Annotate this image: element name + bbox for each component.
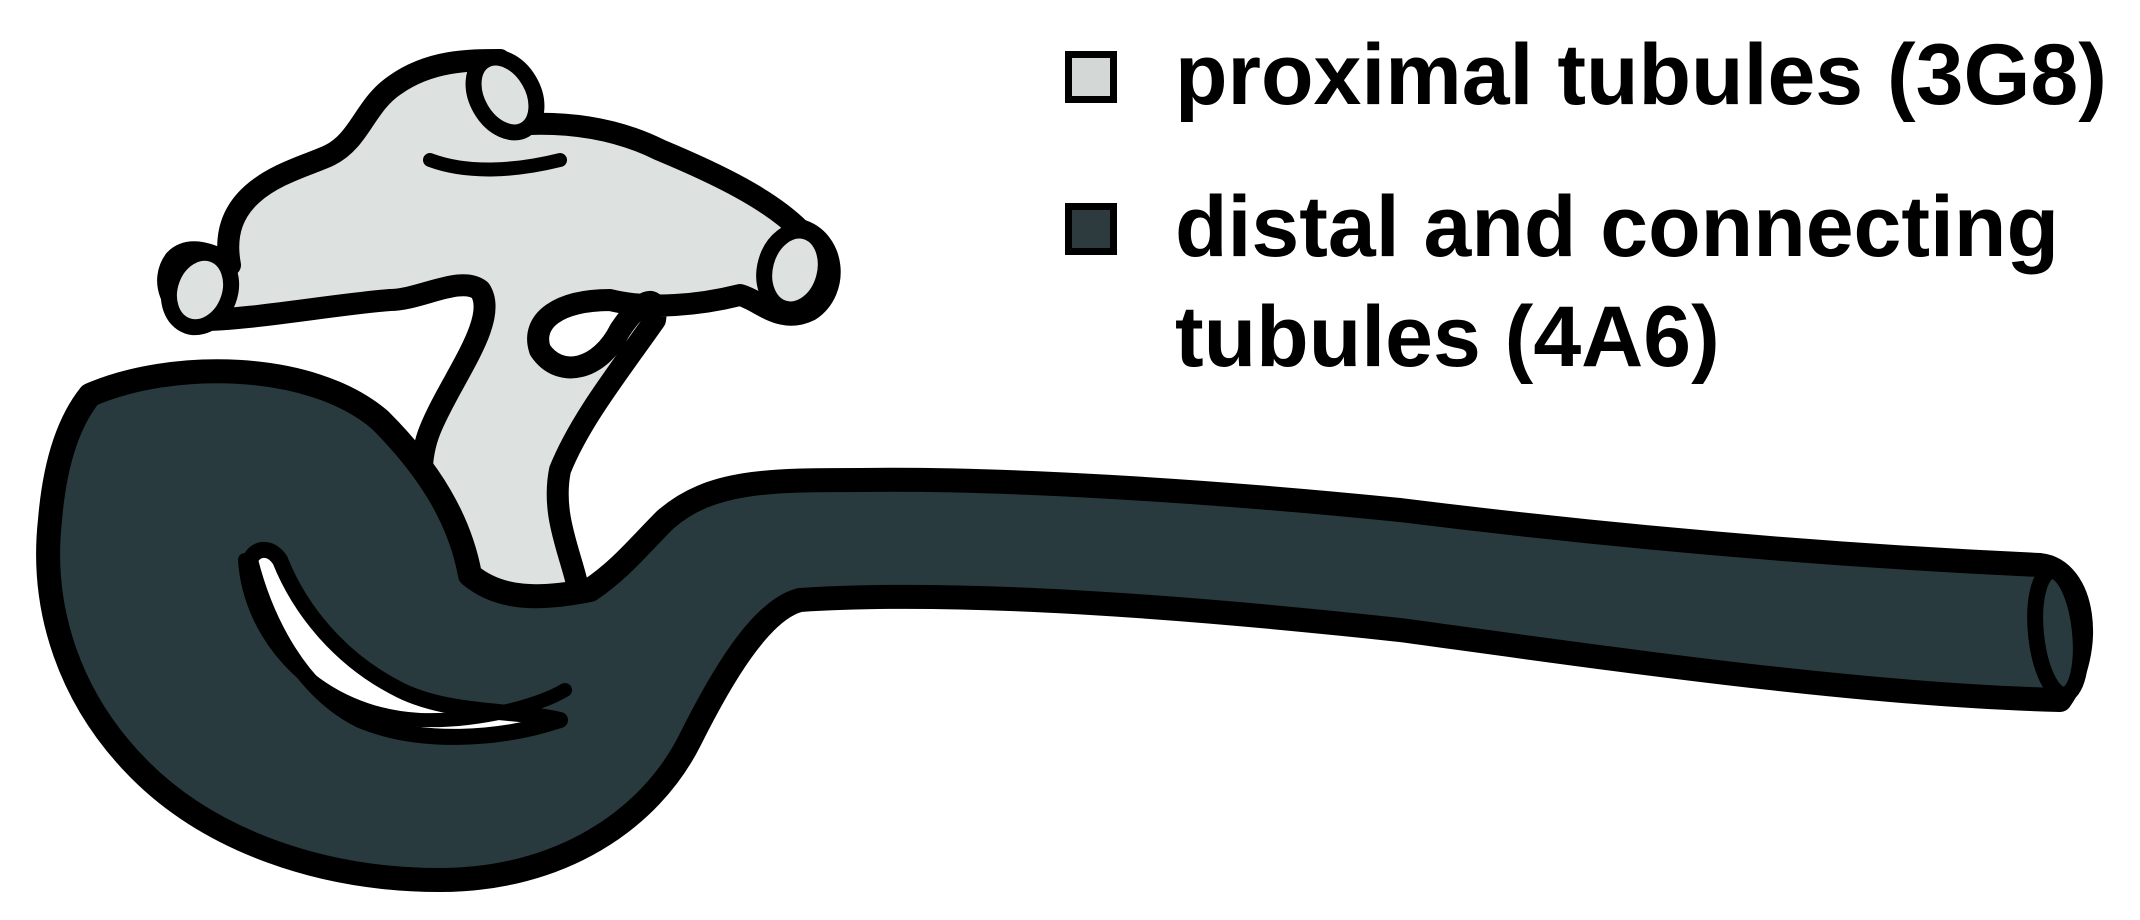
distal-tubule-body xyxy=(48,371,2081,880)
distal-connecting-tubule xyxy=(48,371,2086,880)
legend: proximal tubules (3G8) distal and connec… xyxy=(1065,20,2135,392)
dark-slate-square-swatch-icon xyxy=(1065,203,1117,255)
light-gray-square-swatch-icon xyxy=(1065,51,1117,103)
legend-label-proximal: proximal tubules (3G8) xyxy=(1175,20,2135,130)
legend-label-distal-line-1: distal and connecting xyxy=(1175,172,2135,282)
legend-item-proximal: proximal tubules (3G8) xyxy=(1065,20,2135,130)
distal-opening-end xyxy=(2030,569,2087,697)
legend-label-distal-line-2: tubules (4A6) xyxy=(1175,282,2135,392)
legend-item-distal: distal and connecting tubules (4A6) xyxy=(1065,172,2135,392)
